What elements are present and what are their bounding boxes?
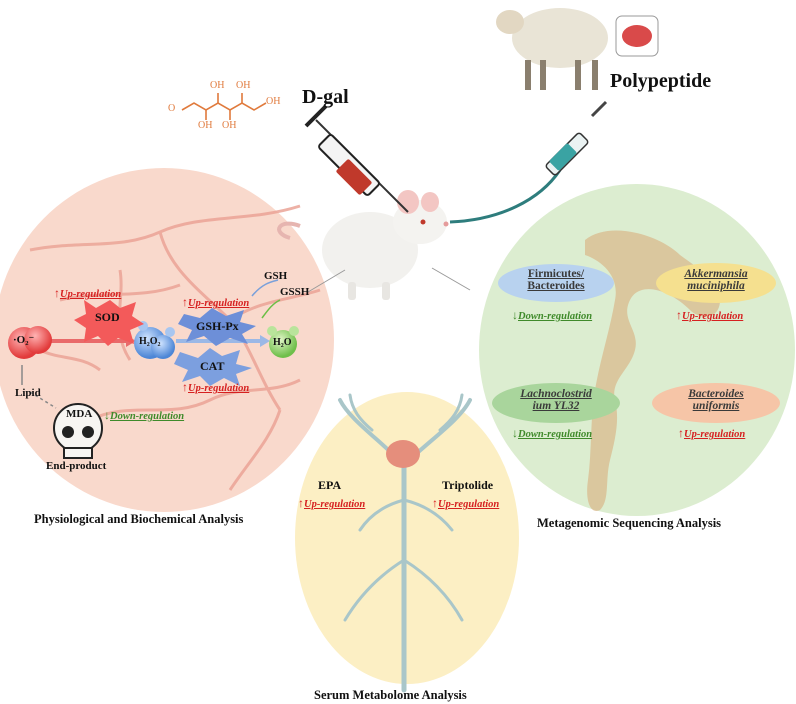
sod-regulation-label: Up-regulation bbox=[60, 289, 122, 300]
up-arrow: ↑ bbox=[432, 496, 438, 510]
firmicutes-regulation-label: Down-regulation bbox=[518, 311, 593, 322]
up-arrow: ↑ bbox=[54, 286, 60, 300]
sod-regulation: ↑Up-regulation bbox=[54, 284, 121, 302]
sod-burst-icon bbox=[74, 300, 144, 346]
gshpx-regulation: ↑Up-regulation bbox=[182, 293, 249, 311]
sugar-oh3-label: OH bbox=[222, 120, 237, 131]
lachno-regulation-label: Down-regulation bbox=[518, 429, 593, 440]
lachno-line2: ium YL32 bbox=[532, 400, 580, 412]
down-arrow: ↓ bbox=[512, 308, 518, 322]
sugar-oh5-label: OH bbox=[266, 96, 281, 107]
heart-icon bbox=[386, 440, 420, 468]
up-arrow: ↑ bbox=[182, 295, 188, 309]
intestine-icon bbox=[585, 230, 720, 511]
akkermansia-regulation: ↑Up-regulation bbox=[676, 306, 743, 324]
up-arrow: ↑ bbox=[676, 308, 682, 322]
polypeptide-label: Polypeptide bbox=[610, 70, 712, 92]
triptolide-label: Triptolide bbox=[442, 478, 494, 492]
cat-regulation-label: Up-regulation bbox=[188, 383, 250, 394]
epa-label: EPA bbox=[318, 478, 342, 492]
d-galactose-structure-icon bbox=[181, 93, 267, 120]
mda-regulation: ↓Down-regulation bbox=[104, 406, 184, 424]
firmicutes-line1: Firmicutes/ bbox=[527, 268, 585, 280]
cat-label: CAT bbox=[200, 359, 225, 373]
superoxide-label: ·O₂⁻ bbox=[13, 334, 35, 346]
up-arrow: ↑ bbox=[182, 380, 188, 394]
triptolide-regulation: ↑Up-regulation bbox=[432, 494, 499, 512]
h2o-molecule-icon bbox=[267, 326, 299, 358]
vessels-icon bbox=[29, 204, 321, 491]
down-arrow: ↓ bbox=[104, 408, 110, 422]
syringe-polypeptide-icon bbox=[449, 100, 608, 224]
firmicutes-oval bbox=[498, 264, 614, 302]
gshpx-burst-icon bbox=[178, 308, 256, 346]
sugar-o-label: O bbox=[168, 103, 176, 114]
akkermansia-line2: muciniphila bbox=[687, 280, 745, 292]
up-arrow: ↑ bbox=[678, 426, 684, 440]
lipid-label: Lipid bbox=[15, 387, 41, 399]
superoxide-molecule-icon bbox=[8, 326, 52, 359]
lachno-oval bbox=[492, 383, 620, 423]
gshpx-regulation-label: Up-regulation bbox=[188, 298, 250, 309]
h2o2-label: H₂O₂ bbox=[139, 336, 161, 347]
serum-circle bbox=[295, 392, 519, 684]
epa-regulation: ↑Up-regulation bbox=[298, 494, 365, 512]
arrow-gssh bbox=[261, 299, 281, 319]
sugar-oh2-label: OH bbox=[210, 80, 225, 91]
serum-caption: Serum Metabolome Analysis bbox=[314, 688, 467, 702]
sod-label: SOD bbox=[95, 310, 120, 324]
epa-regulation-label: Up-regulation bbox=[304, 499, 366, 510]
bacteroides-line2: uniformis bbox=[692, 400, 740, 412]
meta-caption: Metagenomic Sequencing Analysis bbox=[537, 516, 722, 530]
cat-burst-icon bbox=[174, 348, 252, 386]
firmicutes-line2: Bacteroides bbox=[527, 280, 585, 292]
akkermansia-line1: Akkermansia bbox=[684, 268, 748, 280]
triptolide-regulation-label: Up-regulation bbox=[438, 499, 500, 510]
h2o2-molecule-icon bbox=[134, 321, 175, 359]
akkermansia-regulation-label: Up-regulation bbox=[682, 311, 744, 322]
sugar-oh1-label: OH bbox=[198, 120, 213, 131]
syringe-dgal-icon bbox=[304, 104, 409, 213]
lachno-line1: Lachnoclostrid bbox=[520, 388, 592, 400]
bacteroides-oval bbox=[652, 383, 780, 423]
mda-regulation-label: Down-regulation bbox=[110, 411, 185, 422]
bacteroides-regulation: ↑Up-regulation bbox=[678, 424, 745, 442]
skull-icon bbox=[53, 403, 103, 459]
end-product-label: End-product bbox=[46, 460, 107, 472]
arrow-gsh bbox=[251, 279, 279, 297]
up-arrow: ↑ bbox=[298, 496, 304, 510]
down-arrow: ↓ bbox=[512, 426, 518, 440]
meat-icon bbox=[615, 15, 659, 57]
bacteroides-regulation-label: Up-regulation bbox=[684, 429, 746, 440]
h2o-label: H₂O bbox=[273, 337, 292, 348]
gssh-label: GSSH bbox=[280, 286, 310, 298]
cat-regulation: ↑Up-regulation bbox=[182, 378, 249, 396]
akkermansia-oval bbox=[656, 263, 776, 303]
gsh-label: GSH bbox=[264, 270, 288, 282]
mda-label: MDA bbox=[66, 408, 93, 420]
firmicutes-label: Firmicutes/Bacteroides bbox=[498, 268, 614, 292]
gshpx-label: GSH-Px bbox=[196, 319, 239, 333]
sugar-oh4-label: OH bbox=[236, 80, 251, 91]
physio-caption: Physiological and Biochemical Analysis bbox=[34, 512, 244, 526]
dgal-label: D-gal bbox=[302, 86, 349, 108]
sheep-icon bbox=[496, 8, 608, 90]
bacteroides-line1: Bacteroides bbox=[688, 388, 744, 400]
lachno-regulation: ↓Down-regulation bbox=[512, 424, 592, 442]
firmicutes-regulation: ↓Down-regulation bbox=[512, 306, 592, 324]
